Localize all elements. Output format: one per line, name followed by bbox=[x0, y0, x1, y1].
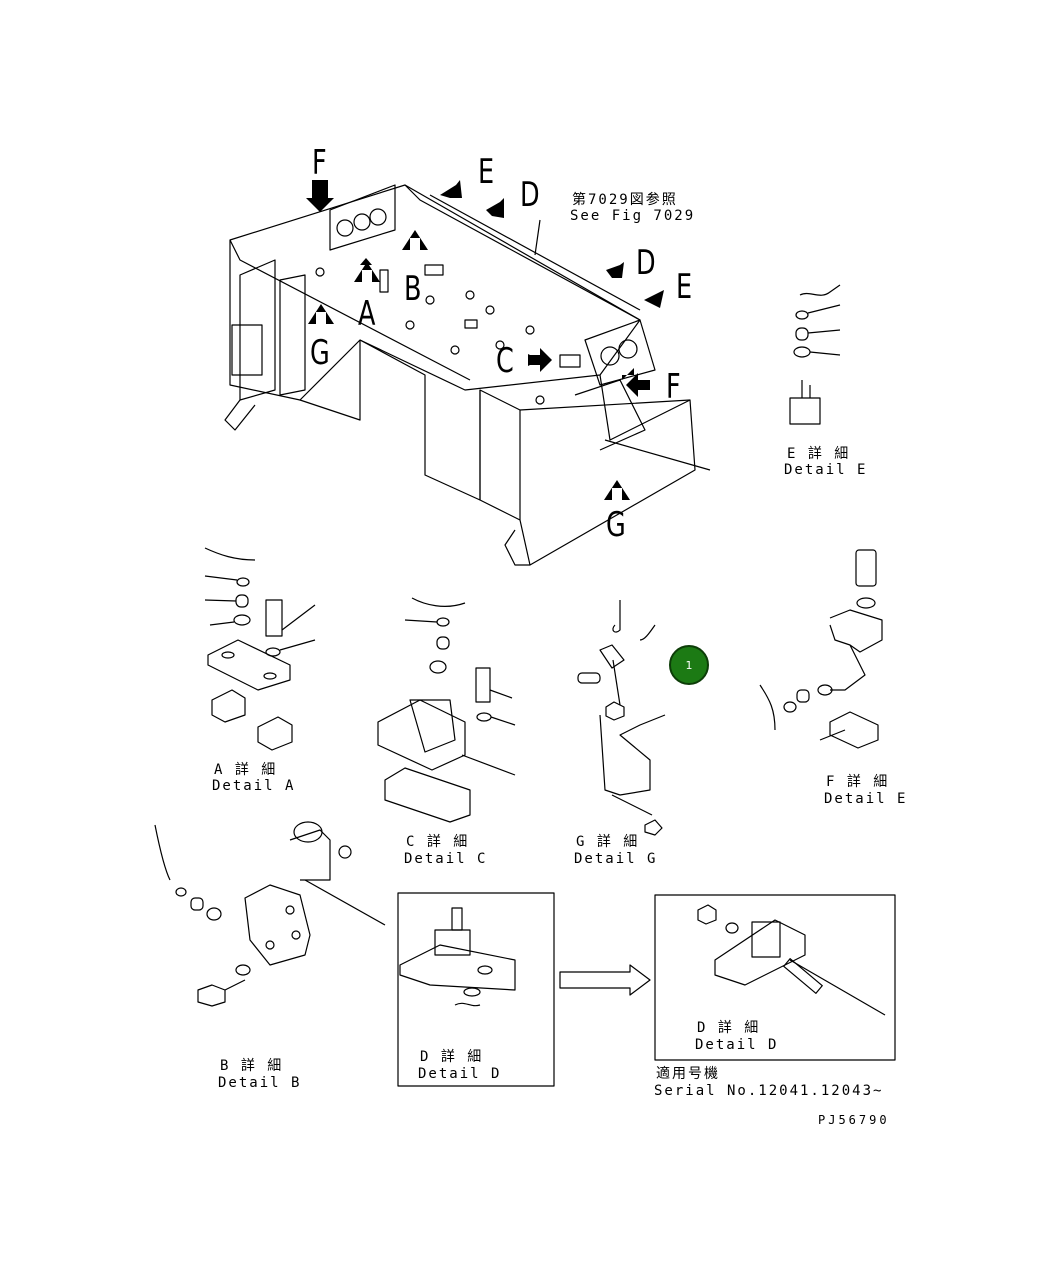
view-letter-e-top: E bbox=[478, 152, 495, 192]
applicability-jp: 適用号機 bbox=[656, 1066, 720, 1082]
applicability-en: Serial No.12041.12043~ bbox=[654, 1083, 884, 1099]
view-letter-g-left: G bbox=[310, 333, 330, 373]
detail-d-arrow bbox=[559, 964, 651, 996]
detail-d-right-label-jp: D 詳 細 bbox=[697, 1020, 761, 1036]
detail-e-label-jp: E 詳 細 bbox=[787, 446, 851, 462]
part-number: PJ56790 bbox=[818, 1113, 890, 1127]
view-letter-e-right: E bbox=[676, 267, 693, 307]
part-hotspot-button[interactable]: 1 bbox=[669, 645, 709, 685]
detail-f-label-en: Detail E bbox=[824, 791, 908, 807]
detail-d-left-label-jp: D 詳 細 bbox=[420, 1049, 484, 1065]
detail-g-label-en: Detail G bbox=[574, 851, 658, 867]
detail-b-label-en: Detail B bbox=[218, 1075, 302, 1091]
detail-d-right-label-en: Detail D bbox=[695, 1037, 779, 1053]
detail-a-drawing bbox=[204, 547, 316, 751]
detail-e-drawing bbox=[789, 284, 841, 425]
detail-f-drawing bbox=[759, 549, 883, 749]
detail-g-drawing bbox=[577, 600, 666, 836]
detail-d-left-drawing bbox=[397, 892, 555, 1087]
view-letter-g-bottom: G bbox=[606, 505, 626, 545]
main-frame-drawing bbox=[224, 184, 711, 566]
detail-e-label-en: Detail E bbox=[784, 462, 868, 478]
detail-d-left-label-en: Detail D bbox=[418, 1066, 502, 1082]
detail-b-drawing bbox=[154, 821, 386, 1007]
view-letter-d-right: D bbox=[636, 243, 656, 283]
detail-c-label-en: Detail C bbox=[404, 851, 488, 867]
detail-b-label-jp: B 詳 細 bbox=[220, 1058, 284, 1074]
detail-g-label-jp: G 詳 細 bbox=[576, 834, 640, 850]
view-letter-a: A bbox=[358, 294, 376, 334]
view-letter-f-right: F bbox=[666, 367, 681, 407]
view-letter-b: B bbox=[404, 269, 422, 309]
detail-c-label-jp: C 詳 細 bbox=[406, 834, 470, 850]
view-arrows bbox=[306, 180, 664, 500]
detail-f-label-jp: F 詳 細 bbox=[826, 774, 890, 790]
detail-d-right-drawing bbox=[654, 894, 896, 1061]
reference-note-en: See Fig 7029 bbox=[570, 208, 696, 224]
detail-a-label-jp: A 詳 細 bbox=[214, 762, 278, 778]
view-letter-c: C bbox=[496, 341, 514, 381]
view-letter-f-top: F bbox=[312, 143, 327, 183]
reference-note-jp: 第7029図参照 bbox=[572, 192, 678, 208]
detail-a-label-en: Detail A bbox=[212, 778, 296, 794]
view-letter-d-top: D bbox=[520, 175, 540, 215]
detail-c-drawing bbox=[377, 597, 516, 823]
